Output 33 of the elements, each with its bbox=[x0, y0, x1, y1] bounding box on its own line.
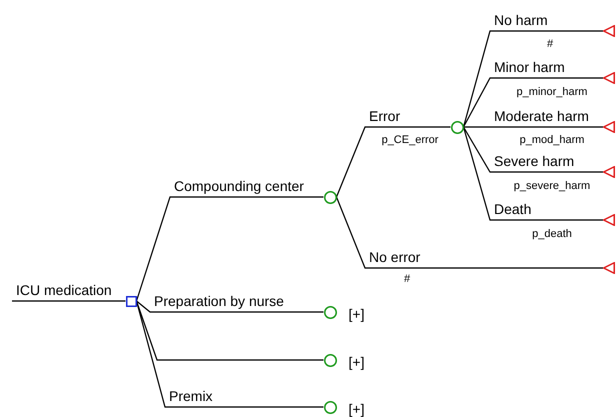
probability-label: # bbox=[404, 273, 410, 286]
branch-label: Death bbox=[494, 201, 532, 218]
probability-label: p_death bbox=[532, 228, 572, 241]
branch-label: Minor harm bbox=[494, 59, 565, 76]
probability-label: # bbox=[546, 38, 554, 51]
probability-label: p_CE_error bbox=[382, 134, 438, 147]
branch-label: Preparation by nurse bbox=[154, 293, 284, 310]
probability-label: p_severe_harm bbox=[514, 180, 590, 193]
branch-label: Error bbox=[369, 108, 400, 125]
branch-line bbox=[462, 77, 603, 128]
branch-label: No harm bbox=[494, 12, 548, 29]
collapsed-marker: [+] bbox=[348, 401, 364, 417]
branch-label: ICU medication bbox=[16, 282, 112, 299]
branch-line bbox=[136, 300, 324, 408]
probability-label: p_mod_harm bbox=[520, 134, 584, 147]
branch-line bbox=[136, 300, 324, 313]
branch-line bbox=[462, 126, 603, 173]
branch-label: No error bbox=[369, 249, 420, 266]
branch-line bbox=[12, 300, 126, 302]
collapsed-marker: [+] bbox=[348, 306, 364, 323]
branch-line bbox=[462, 126, 603, 221]
branch-line bbox=[462, 30, 603, 128]
branch-label: Compounding center bbox=[174, 178, 304, 195]
probability-label: p_minor_harm bbox=[516, 86, 588, 99]
branch-line bbox=[136, 196, 324, 302]
branch-line bbox=[336, 196, 603, 269]
branch-label: Severe harm bbox=[494, 153, 574, 170]
branch-line bbox=[136, 300, 324, 361]
branch-line bbox=[336, 126, 450, 198]
branch-line bbox=[464, 126, 603, 128]
branch-label: Moderate harm bbox=[494, 108, 589, 125]
collapsed-marker: [+] bbox=[348, 354, 364, 371]
branch-label: Premix bbox=[169, 388, 213, 405]
